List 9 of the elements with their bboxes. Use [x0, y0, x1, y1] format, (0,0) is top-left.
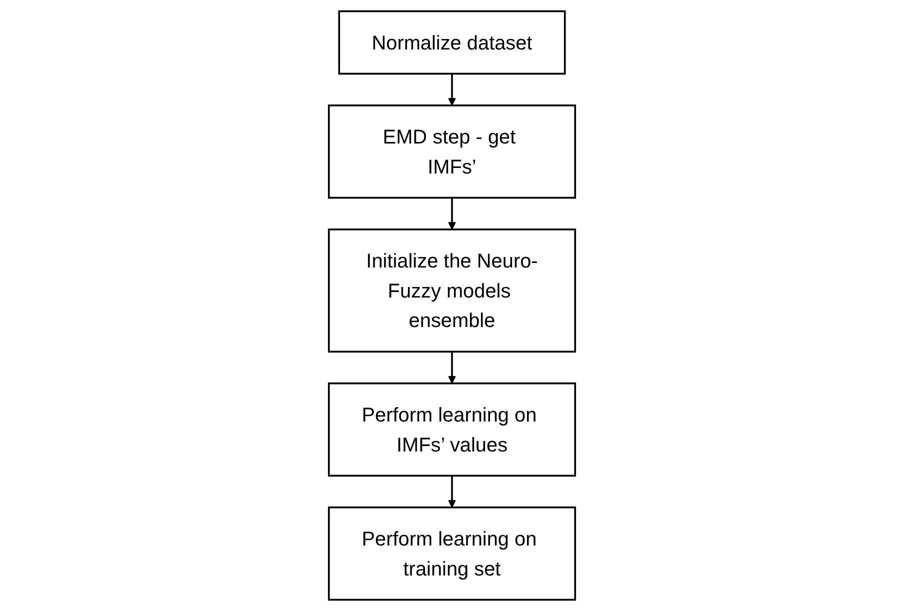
- process-box: Perform learning on IMFs’ values: [328, 382, 576, 477]
- arrow: [448, 352, 456, 384]
- arrow: [448, 476, 456, 508]
- process-box: Normalize dataset: [338, 10, 566, 75]
- process-box: EMD step - get IMFs’: [328, 104, 576, 199]
- process-box: Perform learning on training set: [328, 506, 576, 601]
- arrow: [448, 74, 456, 106]
- arrow: [448, 198, 456, 230]
- process-box: Initialize the Neuro-Fuzzy models ensemble: [328, 228, 576, 353]
